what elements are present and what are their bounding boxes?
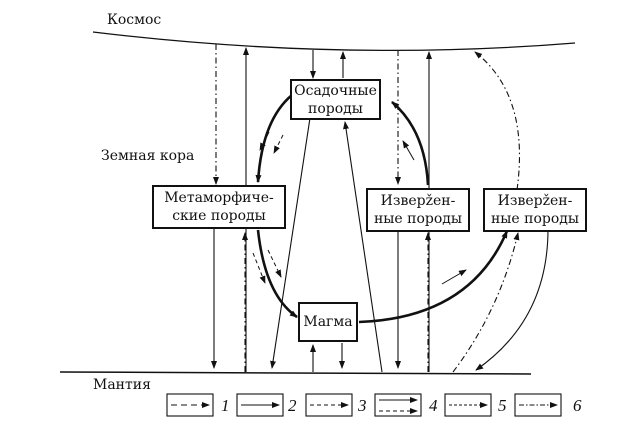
node-igneous2-line2: ные породы — [490, 211, 580, 227]
space-boundary — [92, 31, 576, 51]
node-magma: Магма — [298, 302, 358, 342]
legend-num-1: 1 — [221, 396, 230, 415]
small-arrow-magma-ign2 — [441, 269, 467, 285]
line-mantle-to-sedimentary — [343, 121, 383, 373]
small-arrow-sed-meta-1 — [259, 131, 270, 151]
line-igneous2-to-space — [474, 51, 520, 191]
legend-num-3: 3 — [358, 396, 367, 415]
node-igneous-rocks-extrusive: Изверžен- ные породы — [483, 188, 587, 232]
arc-metamorphic-to-magma — [256, 229, 298, 319]
arc-igneous-to-sedimentary — [391, 101, 430, 186]
label-crust: Земная кора — [101, 148, 195, 164]
legend-swatch-1 — [166, 393, 214, 417]
small-arrow-ign-sed — [402, 140, 415, 161]
line-igneous2-to-mantle — [475, 228, 549, 371]
mantle-boundary — [59, 371, 532, 375]
node-sedimentary-rocks: Осадочные породы — [290, 79, 381, 120]
node-igneous-rocks-intrusive: Изверžен- ные породы — [366, 188, 470, 232]
node-sedimentary-line2: породы — [308, 100, 363, 117]
arc-sedimentary-to-metamorphic — [255, 94, 293, 183]
legend-num-4: 4 — [429, 396, 438, 415]
small-arrow-meta-magma-2 — [267, 249, 282, 278]
arc-magma-to-igneous2 — [358, 230, 509, 324]
node-magma-label: Магма — [303, 314, 353, 330]
node-sedimentary-line1: Осадочные — [294, 82, 377, 99]
node-igneous2-line1: Изверžен- — [497, 193, 573, 209]
legend-swatch-3 — [305, 393, 353, 417]
legend-swatch-5 — [444, 393, 492, 417]
small-arrow-meta-magma-1 — [252, 252, 266, 284]
legend-num-6: 6 — [573, 396, 582, 415]
legend-num-2: 2 — [288, 396, 297, 415]
node-metamorphic-line2: ские породы — [172, 208, 266, 224]
legend-swatch-4 — [374, 393, 422, 417]
node-igneous1-line2: ные породы — [373, 211, 463, 227]
node-metamorphic-line1: Метаморфиче- — [164, 190, 274, 206]
legend — [166, 393, 562, 417]
small-arrow-sed-meta-2 — [273, 134, 284, 154]
label-mantle: Мантия — [93, 377, 151, 393]
legend-num-5: 5 — [498, 396, 507, 415]
node-metamorphic-rocks: Метаморфиче- ские породы — [152, 185, 286, 229]
line-sedimentary-to-mantle — [270, 117, 311, 369]
line-mantle-to-igneous2 — [452, 232, 520, 373]
node-igneous1-line1: Изверžен- — [380, 193, 456, 209]
label-space: Космос — [107, 12, 162, 28]
